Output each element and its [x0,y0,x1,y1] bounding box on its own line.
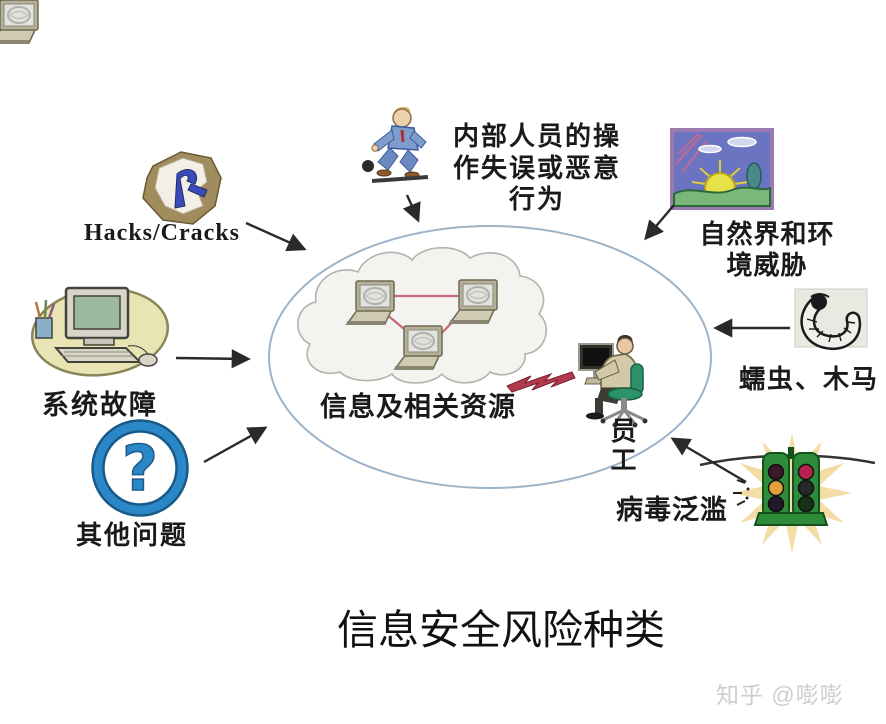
virus-traffic-light-icon [699,433,876,553]
arrow-system-failure [175,349,251,369]
virus-flood-label: 病毒泛滥 [616,495,728,525]
watermark: 知乎 @嘭嘭 [716,682,844,708]
arrow-hacks [245,221,307,252]
nature-threat-label: 自然界和环境威胁 [699,219,835,280]
lightning-bolt-icon [506,371,576,393]
system-failure-label: 系统故障 [42,390,158,420]
nature-picture-icon [670,128,774,210]
insider-threat-label: 内部人员的操作失误或恶意行为 [452,121,621,215]
worm-trojan-label: 蠕虫、木马 [739,364,880,394]
network-cloud-icon [0,0,548,384]
other-problems-label: 其他问题 [76,520,189,550]
employee-label: 员工 [607,417,637,475]
employee-at-computer-icon [578,335,648,428]
information-resources-label: 信息及相关资源 [320,392,516,422]
worm-icon [794,288,868,350]
threat-arrows [175,194,790,484]
security-boundary-ellipse [268,225,712,489]
arrow-insider [402,194,421,223]
arrow-virus [670,437,747,484]
arrow-nature [644,204,675,241]
system-failure-computer-icon [30,286,170,377]
insider-person-icon [362,106,429,183]
hacks-cracks-label: Hacks/Cracks [84,220,240,246]
hacks-cracks-icon [142,151,222,225]
arrow-other [203,426,268,464]
page-title: 信息安全风险种类 [337,607,665,653]
question-mark-icon: ? [91,419,189,517]
svg-text:?: ? [122,432,158,505]
